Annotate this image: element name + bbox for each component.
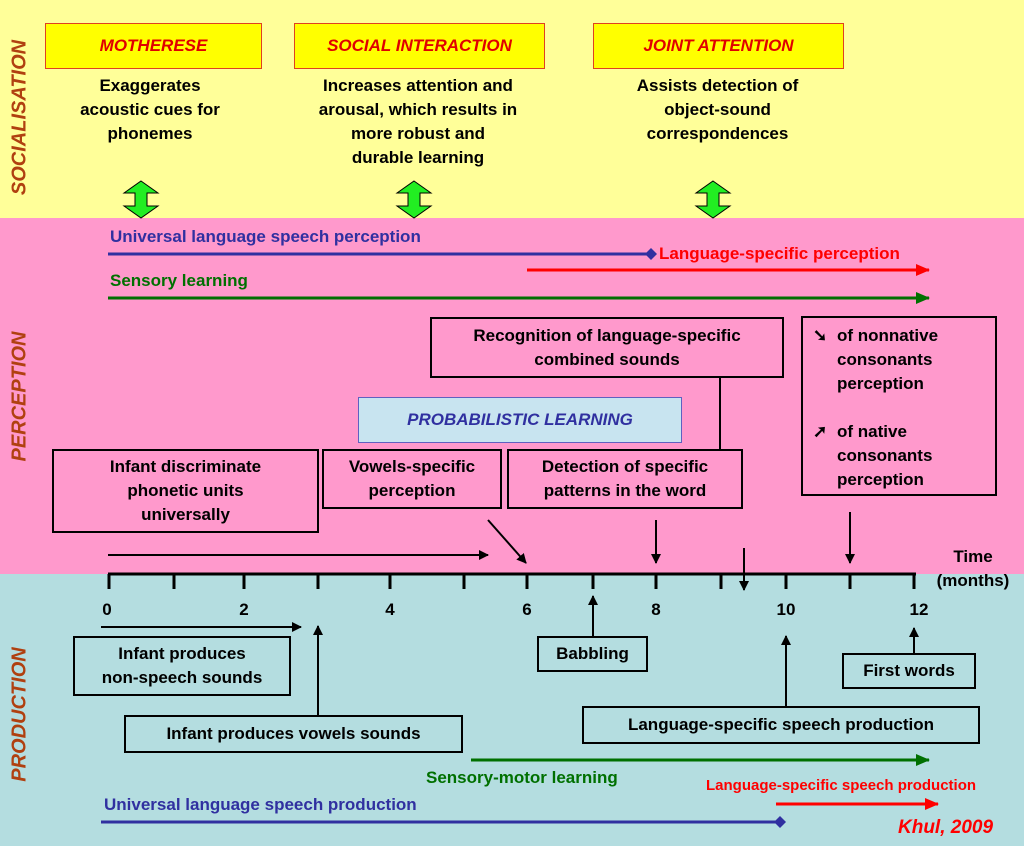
- double-arrow-interaction: [395, 180, 433, 219]
- double-arrow-motherese: [122, 180, 160, 219]
- double-arrow-joint: [694, 180, 732, 219]
- universal-perception-label: Universal language speech perception: [110, 227, 421, 246]
- arrow-up-icon: ➚: [813, 422, 828, 441]
- universal-production-label: Universal language speech production: [104, 795, 417, 814]
- tick-label-6: 6: [522, 600, 532, 619]
- tick-label-10: 10: [776, 600, 796, 619]
- vowels-specific-box: Vowels-specific perception: [322, 449, 502, 509]
- recognition-box: Recognition of language-specific combine…: [430, 317, 784, 378]
- social-interaction-box: SOCIAL INTERACTION: [294, 23, 545, 69]
- social-interaction-description: Increases attention and arousal, which r…: [318, 76, 518, 167]
- discriminate-box: Infant discriminate phonetic units unive…: [52, 449, 319, 533]
- tick-label-0: 0: [102, 600, 112, 619]
- babbling-box: Babbling: [537, 636, 648, 672]
- motherese-description: Exaggerates acoustic cues for phonemes: [80, 76, 220, 143]
- arrow-down-icon: ➘: [813, 326, 828, 345]
- tick-label-8: 8: [651, 600, 661, 619]
- joint-attention-box: JOINT ATTENTION: [593, 23, 844, 69]
- probabilistic-learning-box: PROBABILISTIC LEARNING: [358, 397, 682, 443]
- motherese-box: MOTHERESE: [45, 23, 262, 69]
- sensory-motor-label: Sensory-motor learning: [426, 768, 618, 787]
- first-words-box: First words: [842, 653, 976, 689]
- sensory-learning-label: Sensory learning: [110, 271, 248, 290]
- time-axis-label: Time (months): [936, 547, 1010, 590]
- specific-production-label: Language-specific speech production: [706, 777, 977, 794]
- language-specific-production-box: Language-specific speech production: [582, 706, 980, 744]
- tick-label-12: 12: [909, 600, 929, 619]
- joint-attention-description: Assists detection of object-sound corres…: [636, 76, 799, 143]
- non-speech-box: Infant produces non-speech sounds: [73, 636, 291, 696]
- vowels-sounds-box: Infant produces vowels sounds: [124, 715, 463, 753]
- specific-perception-label: Language-specific perception: [659, 244, 900, 263]
- credit: Khul, 2009: [898, 817, 994, 838]
- tick-label-2: 2: [239, 600, 249, 619]
- perception-band: [0, 218, 1024, 574]
- tick-label-4: 4: [385, 600, 395, 619]
- detection-box: Detection of specific patterns in the wo…: [507, 449, 743, 509]
- consonants-box: ➘ of nonnative consonants perception ➚ o…: [801, 316, 997, 496]
- production-band: [0, 574, 1024, 846]
